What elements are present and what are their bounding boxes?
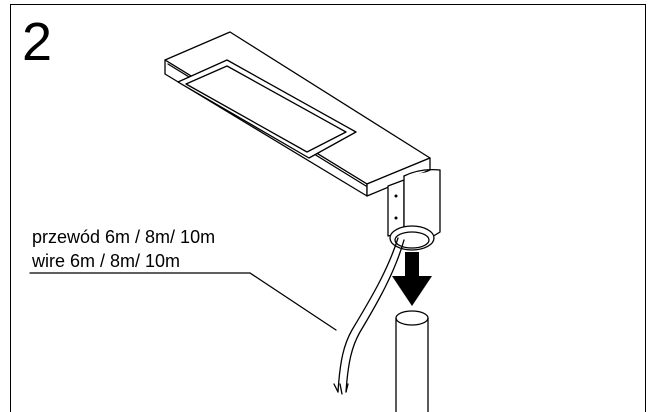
label-leader-line (29, 272, 337, 331)
figure-frame (10, 4, 646, 412)
cable-label-english: wire 6m / 8m/ 10m (32, 251, 181, 271)
step-number: 2 (22, 12, 53, 72)
pole (395, 310, 429, 412)
down-arrow-icon (392, 252, 432, 306)
cable (333, 237, 405, 395)
cable-label-polish: przewód 6m / 8m/ 10m (32, 227, 216, 247)
lamp-head (164, 31, 431, 197)
